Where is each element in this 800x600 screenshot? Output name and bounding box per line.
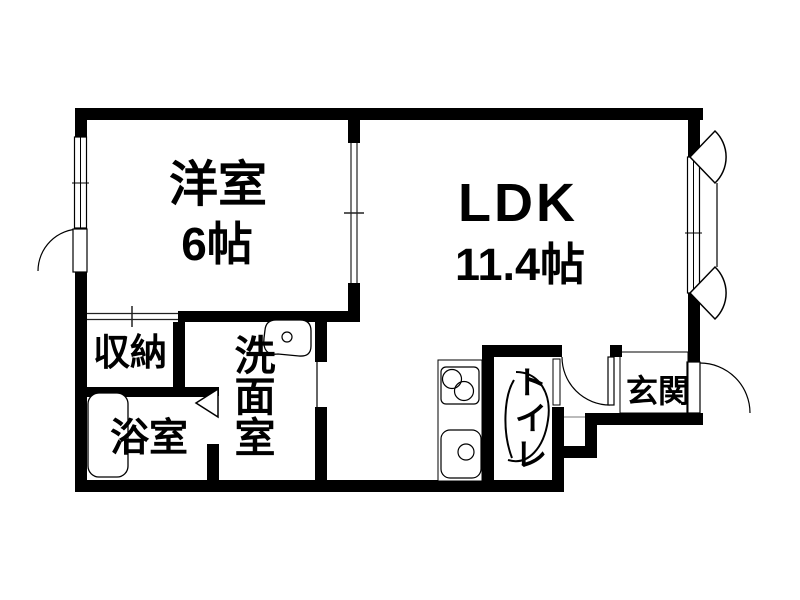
wall-segment <box>610 345 622 357</box>
wall-segment <box>178 311 360 322</box>
wall-segment <box>315 407 327 482</box>
wall-segment <box>75 108 703 120</box>
fixtures <box>87 319 689 482</box>
genkan-floor-outline <box>619 351 689 414</box>
closet-sliding-door-icon <box>87 306 178 327</box>
stove-icon <box>440 366 480 405</box>
room-label-bathroom: 浴室 <box>109 417 188 460</box>
room-label-entrance: 玄関 <box>625 373 690 409</box>
western-room-window-icon <box>72 136 89 229</box>
wall-segment <box>688 120 700 157</box>
room-size-ldk: 11.4帖 <box>454 239 586 290</box>
wall-segment <box>552 407 564 492</box>
washroom-sliding-door-icon <box>316 316 319 407</box>
wall-segment <box>75 120 87 137</box>
wall-segment <box>75 272 87 482</box>
wall-segment <box>75 480 564 492</box>
western-room-exterior-door-icon <box>37 228 88 273</box>
western-ldk-sliding-door-icon <box>344 143 364 283</box>
wall-segment <box>75 387 219 397</box>
room-label-toilet: トイレ <box>510 365 547 473</box>
toilet-door-icon <box>552 358 561 406</box>
bathroom-folding-door-icon <box>194 387 220 444</box>
wall-segment <box>207 444 219 482</box>
room-label-western-room: 洋室 <box>168 158 267 212</box>
washbasin-icon <box>263 319 312 357</box>
front-door-icon <box>686 361 751 414</box>
kitchen-counter-icon <box>437 359 483 482</box>
wall-segment <box>688 293 700 362</box>
wall-segment <box>315 322 327 362</box>
room-label-washroom: 洗面室 <box>228 334 274 457</box>
bathtub-icon <box>87 392 129 478</box>
wall-segment <box>585 413 703 425</box>
ldk-window-icon <box>685 156 702 294</box>
wall-segment <box>173 322 185 397</box>
room-label-storage: 収納 <box>93 332 167 373</box>
room-size-western-room: 6帖 <box>181 218 253 270</box>
casement-window-icon <box>688 129 727 321</box>
sliding-doors <box>87 143 364 327</box>
wall-segment <box>482 345 494 485</box>
wall-segment <box>482 345 562 357</box>
windows <box>72 129 727 321</box>
kitchen-sink-icon <box>440 429 482 479</box>
doors <box>37 228 751 444</box>
toilet-bowl-icon <box>504 371 550 463</box>
hall-swing-door-icon <box>561 356 615 406</box>
room-label-ldk: LDK <box>458 173 578 233</box>
wall-segment <box>348 120 360 143</box>
